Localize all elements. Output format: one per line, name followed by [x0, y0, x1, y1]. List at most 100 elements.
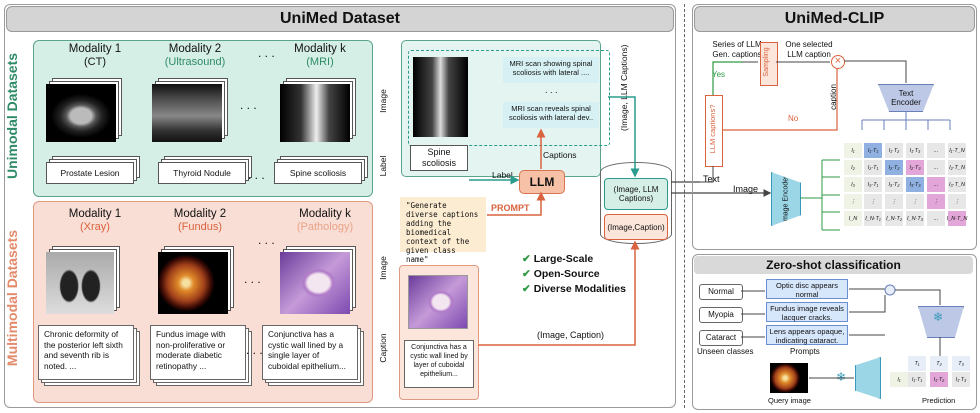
zero-shot-text-encoder — [918, 306, 964, 338]
series-label: Series of LLM Gen. captions — [712, 40, 762, 59]
query-image-label: Query image — [768, 396, 811, 405]
captions-arrow-label: Captions — [543, 150, 577, 160]
matrix-cell: I₁·T₂ — [885, 143, 903, 158]
prompt-to-llm-arrow — [487, 191, 546, 216]
feature-large-scale: ✔ Large-Scale — [522, 253, 594, 265]
matrix-cell: ⋮ — [948, 194, 966, 209]
unimodal-mod2-title: Modality 2(Ultrasound) — [164, 43, 226, 68]
llm-caption-1: MRI scan showing spinal scoliosis with l… — [503, 57, 599, 83]
matrix-cell: I_N·T₂ — [885, 211, 903, 226]
spine-mri-image — [413, 57, 468, 137]
feature-diverse-modalities: ✔ Diverse Modalities — [522, 283, 626, 295]
prompt-cataract: Lens appears opaque, indicating cataract… — [766, 325, 848, 345]
llm-captions-question-box — [705, 95, 723, 167]
llm-box: LLM — [519, 170, 565, 194]
no-path — [722, 68, 838, 131]
image-arrow-label: Image — [733, 184, 759, 194]
unimed-dataset-title: UniMed Dataset — [6, 6, 674, 32]
matrix-cell: ... — [927, 177, 945, 192]
matrix-cell: I_N·T₃ — [906, 211, 924, 226]
yes-label: Yes — [712, 70, 726, 79]
unimed-clip-title: UniMed-CLIP — [694, 6, 975, 32]
feature-open-source: ✔ Open-Source — [522, 268, 600, 280]
class-myopia: Myopia — [699, 307, 743, 323]
multimodal-mod1-title: Modality 1(Xray) — [68, 208, 122, 233]
captions-to-db-arrow — [608, 96, 640, 178]
caption-pathology: Conjunctiva has a cystic wall lined by a… — [262, 325, 358, 380]
unseen-classes-label: Unseen classes — [697, 347, 754, 356]
snowflake-icon: ❄ — [933, 310, 944, 324]
prediction-col-label: T₃ — [952, 356, 970, 371]
matrix-cell: I_N·T_N — [947, 211, 967, 226]
pair-to-db-arrow — [478, 240, 640, 346]
unimodal-modk-title: Modality k(MRI) — [294, 43, 346, 68]
zero-shot-title: Zero-shot classification — [694, 256, 973, 274]
matrix-row-label: I₃ — [844, 177, 862, 192]
mri-image — [280, 84, 350, 142]
matrix-cell: I₁·T_N — [948, 143, 966, 158]
sum-node-icon: × — [831, 55, 845, 69]
multimodal-dots-caption: . . . — [246, 343, 263, 357]
pathology-pair-caption: Conjunctiva has a cystic wall lined by l… — [404, 340, 474, 388]
prediction-row-label: I₁ — [890, 372, 908, 387]
snowflake-icon-2: ❄ — [836, 370, 847, 384]
caption-fundus: Fundus image with non-proliferative or m… — [150, 325, 246, 380]
db-llm-captions-block: (Image, LLM Captions) — [604, 178, 668, 210]
label-prostate-lesion: Prostate Lesion — [46, 162, 134, 184]
fundus-image — [158, 252, 228, 314]
matrix-cell: I₂·T₂ — [885, 160, 903, 175]
prompt-label: PROMPT — [491, 203, 530, 213]
matrix-cell: I₂·T_N — [948, 160, 966, 175]
unimodal-dots-mid: . . . — [240, 98, 257, 112]
multimodal-mod2-title: Modality 2(Fundus) — [173, 208, 227, 233]
matrix-cell: ... — [927, 211, 945, 226]
matrix-cell: I₁·T₃ — [906, 143, 924, 158]
section-divider — [684, 4, 685, 408]
prompt-myopia: Fundus image reveals lacquer cracks. — [766, 302, 848, 322]
matrix-cell: ⋮ — [927, 194, 945, 209]
prediction-cell: I₁·T₃ — [952, 372, 970, 387]
prediction-label: Prediction — [922, 396, 956, 405]
class-cataract: Cataract — [699, 330, 743, 346]
zero-shot-panel — [692, 254, 977, 410]
llm-caption-dashed-box — [408, 50, 610, 146]
text-arrow-label: Text — [703, 174, 720, 184]
multimodal-dots-mid: . . . — [244, 272, 261, 286]
unimodal-dots-label: . . . — [248, 168, 265, 182]
feature-list: ✔ Large-Scale ✔ Open-Source ✔ Diverse Mo… — [522, 252, 626, 297]
prediction-cell: I₁·T₂ — [930, 372, 948, 387]
sum-to-encoder — [844, 60, 907, 83]
matrix-cell: I₂·T₁ — [864, 160, 882, 175]
image-fanout — [800, 159, 840, 231]
xray-image — [46, 252, 114, 314]
unimodal-mod1-title: Modality 1(CT) — [68, 43, 122, 68]
unimed-dataset-panel — [4, 4, 676, 408]
text-to-question — [700, 166, 714, 183]
one-selected-label: One selected LLM caption — [785, 40, 833, 59]
prediction-cell: I₁·T₁ — [908, 372, 926, 387]
matrix-row-label: ⋮ — [844, 194, 862, 209]
sampling-box — [760, 42, 778, 86]
matrix-cell: I₁·T₁ — [864, 143, 882, 158]
pathology-pair-image — [408, 275, 468, 329]
matrix-row-label: I_N — [844, 211, 862, 226]
matrix-cell: I_N·T₁ — [864, 211, 882, 226]
caption-xray: Chronic deformity of the posterior left … — [38, 325, 134, 380]
matrix-cell: I₃·T₂ — [885, 177, 903, 192]
unimodal-dots-top: . . . — [258, 46, 275, 60]
unimed-clip-panel — [692, 4, 977, 250]
prompts-label: Prompts — [790, 347, 820, 356]
llm-caption-ellipsis: . . . — [545, 85, 558, 95]
db-image-caption-block: (Image,Caption) — [604, 214, 668, 240]
label-thyroid-nodule: Thyroid Nodule — [158, 162, 246, 184]
matrix-row-label: I₁ — [844, 143, 862, 158]
label-spine-scoliosis: Spine scoliosis — [274, 162, 362, 184]
query-image — [770, 363, 808, 393]
ultrasound-image — [152, 84, 222, 142]
matrix-cell: ... — [927, 160, 945, 175]
matrix-cell: ⋮ — [864, 194, 882, 209]
